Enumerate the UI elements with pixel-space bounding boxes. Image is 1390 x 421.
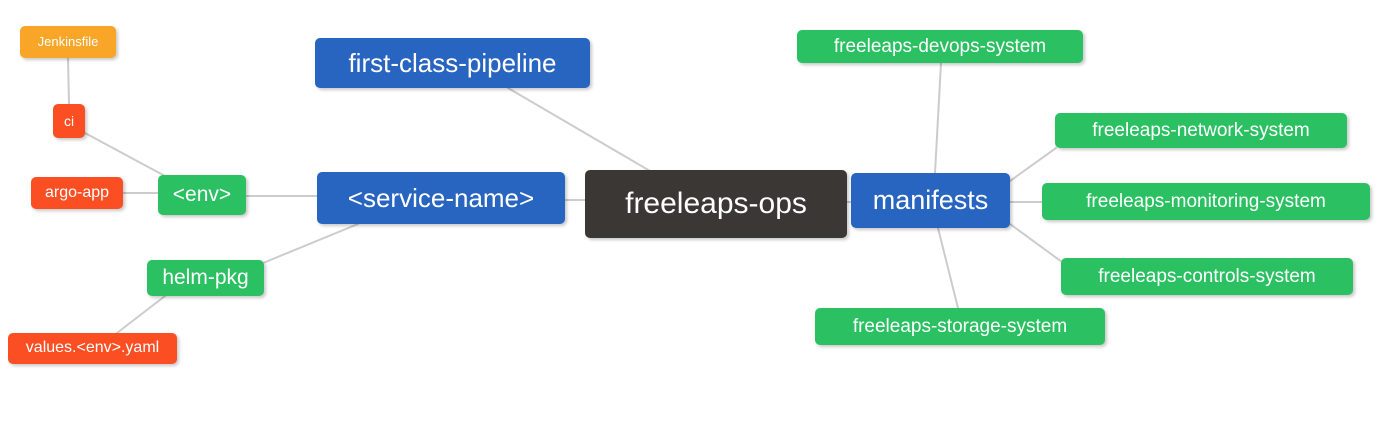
node-label: Jenkinsfile [37, 34, 99, 49]
link-service-name-to-helm-pkg [262, 223, 359, 264]
node-label: ci [63, 112, 75, 129]
node-freeleaps-network-system[interactable]: freeleaps-network-system [1055, 113, 1347, 148]
node-helm-pkg[interactable]: helm-pkg [147, 260, 264, 296]
node-freeleaps-monitoring-system[interactable]: freeleaps-monitoring-system [1042, 183, 1370, 220]
link-manifests-to-freeleaps-controls-system [1009, 223, 1063, 263]
node-label: <env> [172, 183, 232, 206]
node-freeleaps-storage-system[interactable]: freeleaps-storage-system [815, 308, 1105, 345]
node-freeleaps-controls-system[interactable]: freeleaps-controls-system [1061, 258, 1353, 295]
node-env[interactable]: <env> [158, 175, 246, 215]
link-manifests-to-freeleaps-network-system [1009, 147, 1057, 182]
node-label: <service-name> [347, 182, 535, 213]
node-label: helm-pkg [162, 266, 249, 289]
node-freeleaps-devops-system[interactable]: freeleaps-devops-system [797, 30, 1083, 63]
node-label: first-class-pipeline [348, 47, 557, 78]
node-jenkinsfile[interactable]: Jenkinsfile [20, 26, 116, 58]
node-label: freeleaps-controls-system [1098, 265, 1316, 287]
node-argo-app[interactable]: argo-app [31, 177, 123, 209]
node-service-name[interactable]: <service-name> [317, 172, 565, 224]
node-first-class-pipeline[interactable]: first-class-pipeline [315, 38, 590, 88]
link-manifests-to-freeleaps-storage-system [937, 227, 959, 309]
node-label: freeleaps-ops [625, 186, 807, 220]
node-label: values.<env>.yaml [25, 339, 160, 356]
link-helm-pkg-to-values-env-yaml [116, 295, 166, 334]
node-ci[interactable]: ci [53, 104, 85, 138]
node-label: argo-app [44, 183, 110, 201]
node-label: freeleaps-network-system [1092, 119, 1310, 141]
link-jenkinsfile-to-ci [67, 57, 70, 105]
node-label: freeleaps-devops-system [833, 35, 1047, 57]
node-values-env-yaml[interactable]: values.<env>.yaml [8, 333, 177, 364]
link-first-class-pipeline-to-freeleaps-ops [507, 87, 651, 172]
node-label: freeleaps-storage-system [852, 315, 1068, 337]
link-manifests-to-freeleaps-devops-system [934, 62, 942, 174]
node-label: manifests [872, 184, 989, 215]
node-label: freeleaps-monitoring-system [1086, 190, 1326, 212]
node-freeleaps-ops[interactable]: freeleaps-ops [585, 170, 847, 238]
link-ci-to-env [84, 132, 166, 177]
node-manifests[interactable]: manifests [851, 173, 1010, 228]
